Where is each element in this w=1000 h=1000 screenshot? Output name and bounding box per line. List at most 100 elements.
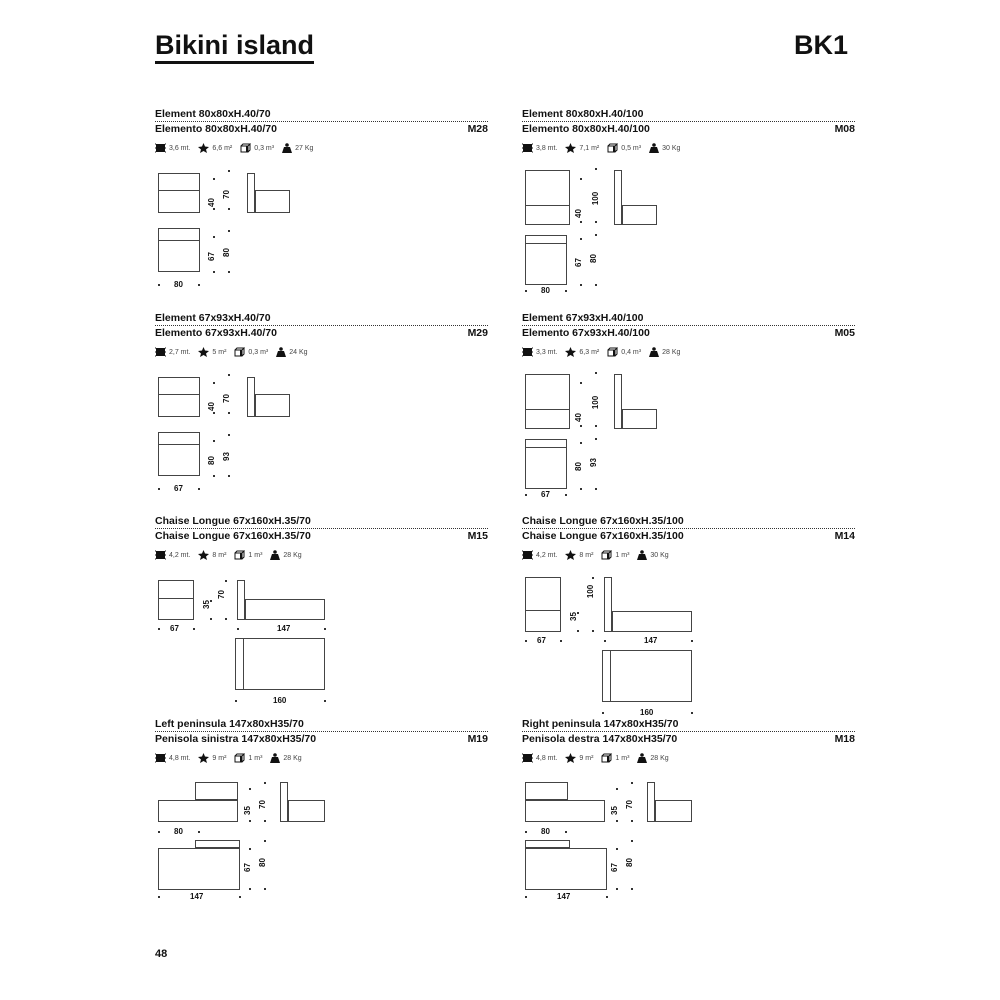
depth-label: 80 xyxy=(573,462,583,471)
product-name-en: Left peninsula 147x80xH35/70 xyxy=(155,718,304,730)
side-view-seat xyxy=(245,599,325,620)
dimension-tick xyxy=(228,271,230,273)
dimension-tick xyxy=(525,831,527,833)
dimension-tick xyxy=(560,640,562,642)
depth-label: 67 xyxy=(609,863,619,872)
dotted-divider xyxy=(155,528,488,529)
stat-value: 6,6 m² xyxy=(212,144,233,152)
width-label: 80 xyxy=(541,286,550,295)
dimension-tick xyxy=(580,238,582,240)
stat-value: 4,8 mt. xyxy=(536,754,558,762)
front-view xyxy=(525,170,570,225)
dotted-divider xyxy=(522,325,855,326)
dotted-divider xyxy=(155,325,488,326)
page-number: 48 xyxy=(155,948,168,960)
plan-view-back xyxy=(195,840,240,848)
dimension-tick xyxy=(158,896,160,898)
dimension-tick xyxy=(228,170,230,172)
dimension-tick xyxy=(604,640,606,642)
seat-line xyxy=(158,394,200,395)
depth-label: 67 xyxy=(242,863,252,872)
volume-icon xyxy=(234,753,246,763)
dimension-tick xyxy=(606,896,608,898)
side-view-back xyxy=(237,580,245,620)
fabric-meters-icon xyxy=(522,753,533,763)
stat-value: 28 Kg xyxy=(650,754,669,762)
dimension-tick xyxy=(580,425,582,427)
stat-value: 4,2 mt. xyxy=(536,551,558,559)
stat-value: 24 Kg xyxy=(289,348,308,356)
stat-value: 1 m³ xyxy=(615,754,630,762)
stat-value: 6,3 m² xyxy=(579,348,600,356)
dimension-tick xyxy=(198,284,200,286)
dimension-tick xyxy=(210,618,212,620)
side-view-seat xyxy=(622,205,657,225)
weight-icon xyxy=(649,143,660,153)
page-title: Bikini island xyxy=(155,30,315,64)
model-code: M15 xyxy=(467,530,488,542)
side-view-seat xyxy=(255,190,290,213)
dimension-tick xyxy=(228,412,230,414)
fabric-meters-icon xyxy=(155,753,166,763)
depth-label: 80 xyxy=(206,456,216,465)
stat-value: 7,1 m² xyxy=(579,144,600,152)
front-view xyxy=(158,377,200,417)
weight-icon xyxy=(270,550,281,560)
plan-view-back xyxy=(525,840,570,848)
weight-icon xyxy=(282,143,293,153)
depth-label: 67 xyxy=(573,258,583,267)
total-depth-label: 93 xyxy=(221,452,231,461)
width-label: 67 xyxy=(174,484,183,493)
plan-view xyxy=(158,848,240,890)
dimension-tick xyxy=(213,412,215,414)
dimension-tick xyxy=(580,382,582,384)
stat-value: 4,8 mt. xyxy=(169,754,191,762)
dotted-divider xyxy=(522,528,855,529)
collection-code: BK1 xyxy=(793,30,848,60)
stat-value: 0,3 m³ xyxy=(248,348,269,356)
weight-icon xyxy=(270,753,281,763)
total-depth-label: 80 xyxy=(257,858,267,867)
dimension-tick xyxy=(631,782,633,784)
dimension-tick xyxy=(631,888,633,890)
front-view-back xyxy=(525,782,568,800)
side-view-seat xyxy=(622,409,657,429)
stat-value: 3,6 mt. xyxy=(169,144,191,152)
dimension-tick xyxy=(324,628,326,630)
back-height-label: 70 xyxy=(257,800,267,809)
product-name-en: Right peninsula 147x80xH35/70 xyxy=(522,718,679,730)
stat-value: 30 Kg xyxy=(650,551,669,559)
dimension-tick xyxy=(158,488,160,490)
back-height-label: 70 xyxy=(221,190,231,199)
dimension-tick xyxy=(565,494,567,496)
product-name-it: Elemento 80x80xH.40/70 xyxy=(155,123,277,135)
side-view-back xyxy=(604,577,612,632)
dimension-tick xyxy=(235,700,237,702)
dimension-tick xyxy=(249,788,251,790)
dimension-tick xyxy=(193,628,195,630)
product-name-en: Chaise Longue 67x160xH.35/100 xyxy=(522,515,684,527)
total-length-label: 160 xyxy=(273,696,287,705)
side-view-back xyxy=(247,173,255,213)
plan-view xyxy=(158,432,200,476)
dimension-tick xyxy=(158,284,160,286)
back-height-label: 70 xyxy=(624,800,634,809)
fabric-meters-icon xyxy=(155,143,166,153)
dimension-tick xyxy=(158,628,160,630)
fabric-meters-icon xyxy=(522,550,533,560)
dimension-tick xyxy=(580,488,582,490)
leather-area-icon xyxy=(565,143,577,153)
stat-value: 1 m³ xyxy=(248,754,263,762)
front-view-seat xyxy=(525,800,605,822)
side-view-back xyxy=(280,782,288,822)
dimension-tick xyxy=(595,372,597,374)
product-name-it: Elemento 67x93xH.40/70 xyxy=(155,327,277,339)
length-label: 147 xyxy=(557,892,571,901)
product-name-en: Element 67x93xH.40/100 xyxy=(522,312,644,324)
stat-value: 9 m² xyxy=(579,754,594,762)
fabric-meters-icon xyxy=(155,347,166,357)
model-code: M19 xyxy=(467,733,488,745)
